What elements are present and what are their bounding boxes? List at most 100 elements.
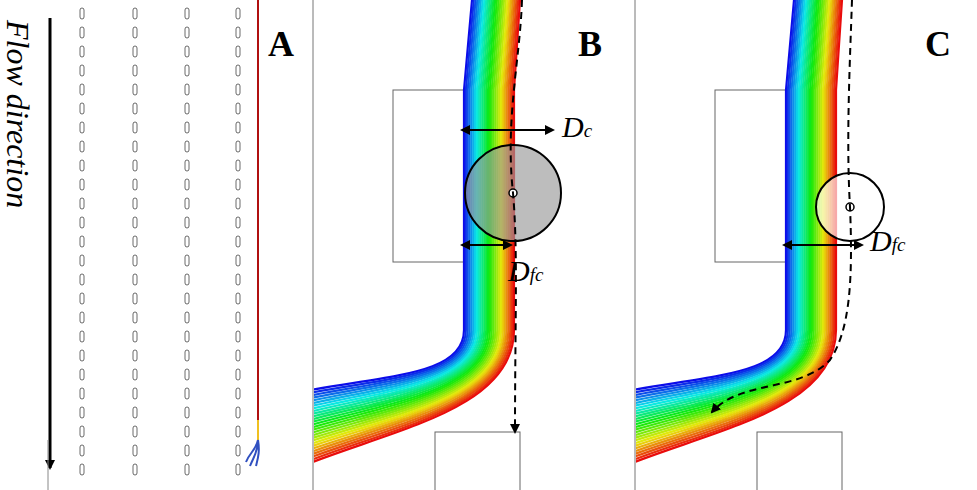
pillar [185, 445, 189, 456]
pillar [133, 179, 137, 190]
streamline [636, 0, 799, 400]
pillar [133, 369, 137, 380]
pillar [133, 464, 137, 475]
streamline [314, 0, 474, 395]
pillar [80, 198, 84, 209]
pillar [80, 369, 84, 380]
pillar [236, 179, 240, 190]
pillar [185, 198, 189, 209]
pillar [133, 407, 137, 418]
pillar [236, 464, 240, 475]
streamline [636, 0, 814, 423]
streamline [257, 0, 259, 420]
streamline-band [636, 0, 842, 467]
pillar [236, 160, 240, 171]
pillar [80, 312, 84, 323]
pillar [185, 84, 189, 95]
streamline [636, 0, 842, 467]
pillar [185, 103, 189, 114]
pillar [185, 407, 189, 418]
pillar [236, 350, 240, 361]
streamline [314, 0, 476, 398]
streamline [636, 0, 817, 428]
streamline [636, 0, 805, 409]
pillar [236, 122, 240, 133]
pillar [236, 236, 240, 247]
pillar [80, 179, 84, 190]
streamline [636, 0, 803, 406]
pillar [236, 331, 240, 342]
streamline [636, 0, 826, 442]
pillar [236, 27, 240, 38]
streamline [314, 0, 490, 420]
pillar [185, 388, 189, 399]
pillar [80, 236, 84, 247]
panel-a [48, 0, 259, 490]
pillar [133, 160, 137, 171]
pillar [236, 369, 240, 380]
pillar [80, 27, 84, 38]
pillar [185, 179, 189, 190]
streamline [636, 0, 812, 420]
particle-path [712, 0, 852, 412]
particle-path [511, 0, 522, 432]
streamline [314, 0, 492, 423]
pillar [80, 407, 84, 418]
pillar [185, 46, 189, 57]
pillar [80, 464, 84, 475]
streamline [314, 0, 495, 428]
pillar [133, 198, 137, 209]
dimension-arrow [468, 244, 511, 246]
panel-c [636, 0, 884, 490]
pillar [133, 312, 137, 323]
pillar [185, 8, 189, 19]
streamline [636, 0, 824, 439]
streamline [636, 0, 837, 459]
pillar [80, 122, 84, 133]
axis-label: Flow direction [2, 20, 34, 208]
pillar [80, 65, 84, 76]
pillar [133, 217, 137, 228]
pillar [80, 445, 84, 456]
streamline [314, 0, 484, 411]
pillar [236, 65, 240, 76]
dimension-label: Dc [562, 112, 592, 142]
dimension-arrow [790, 244, 862, 246]
pillar [80, 217, 84, 228]
pillar [236, 84, 240, 95]
pillar [185, 122, 189, 133]
streamline [314, 0, 481, 406]
pillar [185, 293, 189, 304]
pillar [80, 160, 84, 171]
dimension-label: Dfc [870, 226, 905, 256]
pillar-array [80, 8, 240, 475]
pillar [185, 65, 189, 76]
pillar [80, 8, 84, 19]
pillar [236, 293, 240, 304]
streamline [636, 0, 822, 436]
streamline [636, 0, 819, 431]
streamline [636, 0, 796, 395]
pillar [236, 407, 240, 418]
streamline [314, 0, 483, 409]
pillar [185, 331, 189, 342]
pillar [236, 255, 240, 266]
pillar [236, 426, 240, 437]
pillar [133, 293, 137, 304]
pillar [133, 445, 137, 456]
pillar [236, 141, 240, 152]
streamline [257, 420, 259, 440]
streamline [314, 0, 477, 400]
pillar [133, 331, 137, 342]
pillar-outline [393, 90, 465, 262]
dimension-label: Dfc [508, 256, 543, 286]
pillar [185, 369, 189, 380]
streamline [246, 440, 259, 466]
pillar [185, 160, 189, 171]
pillar [133, 46, 137, 57]
streamline [636, 0, 810, 417]
streamline [314, 0, 488, 417]
pillar [80, 141, 84, 152]
pillar [236, 46, 240, 57]
pillar [133, 141, 137, 152]
